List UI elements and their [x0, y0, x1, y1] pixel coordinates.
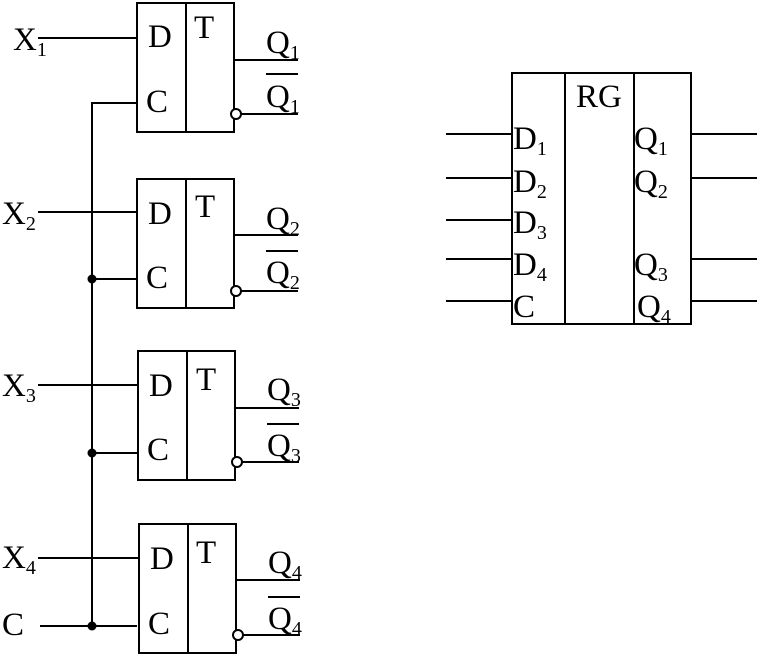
register-output-q1: Q1: [634, 121, 668, 160]
flipflop-1-qbar-output: Q1: [266, 79, 300, 118]
flipflop-3-c-pin: C: [147, 432, 169, 468]
flipflop-3-q-output: Q3: [267, 372, 301, 411]
flipflop-1: [38, 2, 298, 133]
register-output-q2: Q2: [634, 164, 668, 203]
register-block: [446, 72, 757, 325]
clock-bus: [40, 102, 137, 631]
clock-input-label: C: [2, 607, 24, 643]
flipflop-4: [38, 523, 300, 654]
register-input-c: C: [513, 289, 535, 325]
flipflop-4-input-label: X4: [2, 540, 36, 579]
flipflop-1-c-pin: C: [146, 84, 168, 120]
flipflop-4-c-pin: C: [148, 606, 170, 642]
flipflop-2-c-pin: C: [146, 260, 168, 296]
register-title: RG: [576, 79, 622, 115]
flipflop-1-q-output: Q1: [266, 25, 300, 64]
flipflop-3-type-label: T: [196, 362, 216, 398]
register-input-d2: D2: [513, 164, 547, 203]
flipflop-2: [38, 178, 298, 309]
register-input-d1: D1: [513, 121, 547, 160]
flipflop-2-type-label: T: [195, 189, 215, 225]
flipflop-2-q-output: Q2: [266, 201, 300, 240]
flipflop-3: [38, 350, 299, 481]
register-input-d4: D4: [513, 247, 547, 286]
flipflop-4-type-label: T: [196, 535, 216, 571]
flipflop-3-qbar-output: Q3: [267, 428, 301, 467]
flipflop-1-type-label: T: [194, 10, 214, 46]
flipflop-3-d-pin: D: [149, 368, 173, 404]
flipflop-2-qbar-output: Q2: [266, 255, 300, 294]
flipflop-4-d-pin: D: [150, 541, 174, 577]
register-output-q4: Q4: [637, 289, 671, 328]
flipflop-2-input-label: X2: [2, 196, 36, 235]
flipflop-4-qbar-output: Q4: [268, 601, 302, 640]
flipflop-1-input-label: X1: [13, 22, 47, 61]
flipflop-4-q-output: Q4: [268, 545, 302, 584]
register-output-q3: Q3: [634, 247, 668, 286]
flipflop-2-d-pin: D: [148, 196, 172, 232]
flipflop-1-d-pin: D: [148, 19, 172, 55]
flipflop-3-input-label: X3: [2, 368, 36, 407]
register-input-d3: D3: [513, 205, 547, 244]
